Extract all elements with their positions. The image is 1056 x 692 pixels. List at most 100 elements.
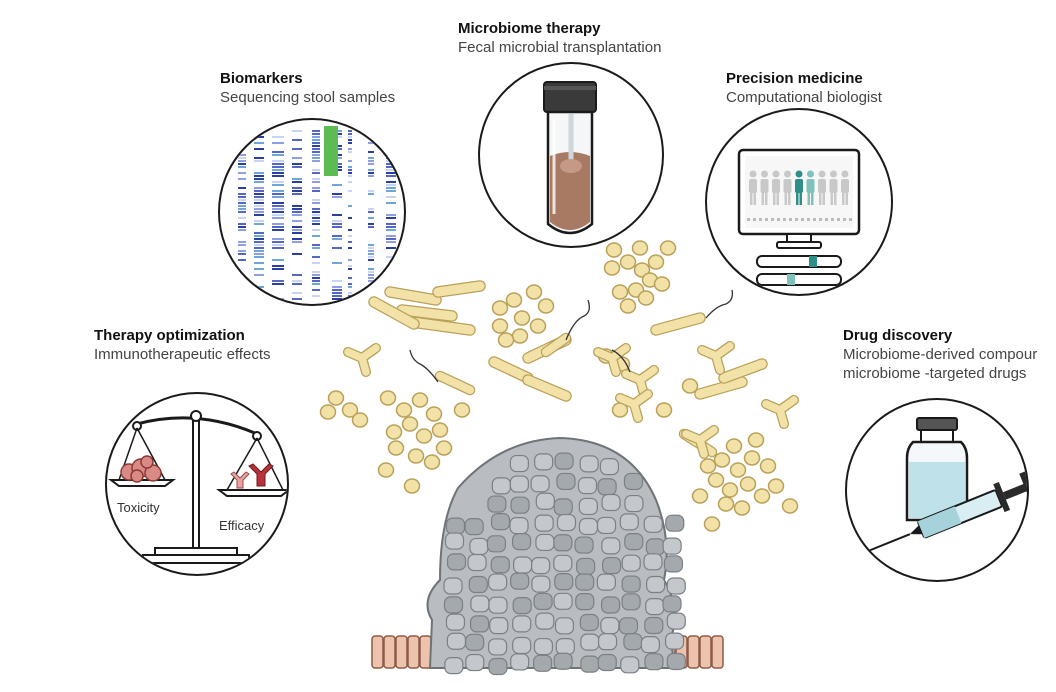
sequencing-band [272,283,284,285]
sequencing-band [368,256,374,258]
sequencing-band [332,235,342,237]
coccus-bacterium [729,462,747,478]
sequencing-band [332,238,342,240]
sequencing-band [254,160,264,162]
sequencing-band [238,193,246,195]
sequencing-band [312,178,320,180]
vial-syringe-icon [865,417,1027,554]
tumor-cell [623,633,643,651]
tumor-cell [579,613,599,632]
tumor-cell [646,575,666,594]
tumor-cell [443,596,464,614]
coccus-bacterium [655,402,673,418]
sequencing-band [238,202,246,204]
tumor-cell [553,554,573,572]
sequencing-band [254,232,264,234]
coccus-bacterium [525,284,543,300]
epithelial-cell [711,635,724,669]
sequencing-band [272,265,284,267]
sequencing-band [312,136,320,138]
sequencing-band [272,190,284,192]
tumor-cell [663,555,684,573]
sequencing-band [312,235,320,237]
rod-bacterium [651,313,705,335]
sequencing-band [312,274,320,276]
sequencing-band [292,298,302,300]
sequencing-band [254,262,264,264]
bacteria-cluster [319,240,799,532]
sequencing-band [312,151,320,153]
tumor-cell [664,632,685,650]
computer-monitor-icon [737,148,861,286]
person-body [783,179,792,193]
precision-medicine-title: Precision medicine [726,70,863,87]
sequencing-band [312,211,320,213]
sequencing-band [254,190,264,192]
person-leg [796,193,799,205]
tumor-cell [532,654,553,672]
tumor-cell [601,596,621,614]
sequencing-band [368,160,374,162]
sequencing-band [348,166,352,168]
tumor-cell [596,573,616,591]
sequencing-band [238,253,246,255]
sequencing-band [386,226,396,228]
branched-bacterium [616,390,652,422]
precision-medicine-subtitle: Computational biologist [726,88,882,106]
sequencing-band [368,142,374,144]
rod-bacterium [407,317,475,335]
sequencing-band [368,244,374,246]
sequencing-band [238,178,246,180]
sequencing-band [332,262,342,264]
sequencing-band [254,208,264,210]
person-body [795,179,803,193]
coccus-bacterium [327,390,345,406]
person-leg [834,193,837,205]
precision-medicine-label: Precision medicine Computational biologi… [726,70,882,108]
epithelial-cell [699,635,712,669]
tumor-cell [513,556,533,574]
tumor-cell [491,477,511,495]
epithelial-cell [395,635,408,669]
sequencing-band [254,247,264,249]
sequencing-band [254,193,264,195]
sequencing-band [292,181,302,183]
tumor-cell [662,595,682,613]
sequencing-band [254,199,264,201]
sequencing-band [292,208,302,210]
coccus-bacterium [619,298,637,314]
sequencing-band [292,232,302,234]
tumor-cell [469,615,490,633]
sequencing-band [292,292,302,294]
sequencing-band [238,241,246,243]
sequencing-band [348,268,352,270]
sequencing-band [348,205,352,207]
sequencing-band [368,259,374,261]
sequencing-band [368,157,374,159]
coccus-bacterium [733,500,751,516]
sequencing-band [386,256,396,258]
person-body [829,179,838,193]
coccus-bacterium [491,318,509,334]
sequencing-band [368,277,374,279]
sequencing-band [386,166,396,168]
coccus-bacterium [395,402,413,418]
person-leg [819,193,822,205]
tumor-cell [597,478,617,496]
sequencing-band [332,298,342,300]
person-head [749,170,757,178]
tumor-cells [443,452,686,676]
sequencing-band [272,238,284,240]
coccus-bacterium [759,458,777,474]
tumor-cell [579,455,599,473]
sequencing-band [312,202,320,204]
sequencing-band [312,187,320,189]
sequencing-band [386,190,396,192]
sequencing-band [348,277,352,279]
sequencing-band [238,211,246,213]
sequencing-band [312,262,320,264]
epithelial-cell [407,635,420,669]
tumor-cell [601,493,621,512]
sequencing-band [386,229,396,231]
